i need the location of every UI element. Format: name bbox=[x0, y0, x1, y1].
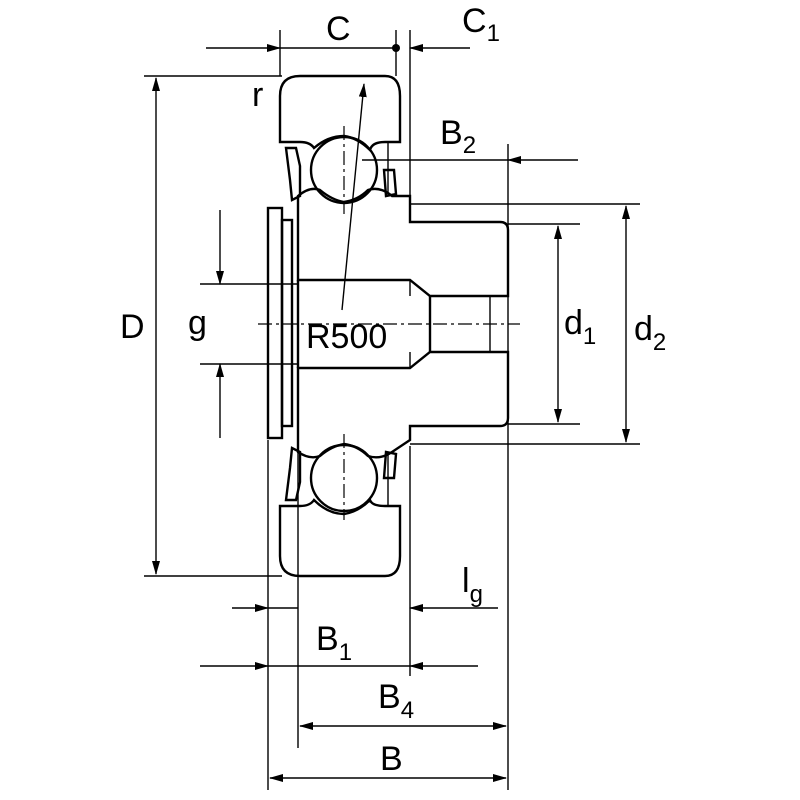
label-d1: d1 bbox=[564, 304, 596, 350]
label-r: r bbox=[252, 76, 263, 114]
label-C: C bbox=[326, 10, 351, 48]
label-B1: B1 bbox=[316, 620, 352, 666]
centre-lines bbox=[258, 126, 520, 520]
label-C1: C1 bbox=[462, 2, 500, 47]
dimension-lines bbox=[152, 44, 630, 782]
r500-leader bbox=[341, 83, 367, 311]
inner-ring-upper bbox=[296, 187, 510, 298]
label-d2: d2 bbox=[634, 310, 666, 356]
label-B4: B4 bbox=[378, 678, 414, 724]
label-g: g bbox=[188, 304, 207, 342]
label-R500: R500 bbox=[306, 318, 387, 356]
outer-ring-lower bbox=[278, 497, 402, 578]
label-D: D bbox=[120, 308, 145, 346]
outer-ring-upper bbox=[278, 74, 402, 153]
inner-ring-lower bbox=[296, 350, 510, 459]
label-B: B bbox=[380, 740, 403, 778]
seals bbox=[284, 142, 398, 506]
label-B2: B2 bbox=[440, 114, 476, 159]
end-cap bbox=[266, 206, 294, 440]
extension-lines bbox=[144, 30, 640, 790]
end-cap-body bbox=[266, 206, 284, 440]
dimension-labels: C C1 r B2 D g R500 d1 d2 lg B1 B4 B bbox=[120, 2, 666, 778]
label-lg: lg bbox=[462, 562, 483, 608]
